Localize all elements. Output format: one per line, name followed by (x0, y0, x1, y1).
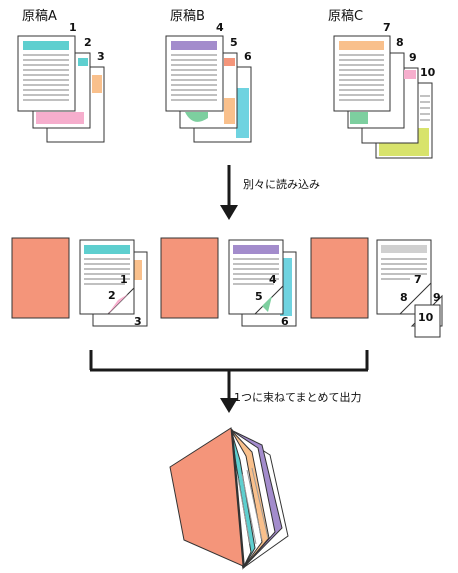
combine-bracket (89, 350, 369, 400)
cover-c (310, 237, 369, 319)
step-combine-output: 1つに束ねてまとめて出力 (234, 390, 361, 404)
page-number: 4 (216, 21, 224, 34)
header-bar (339, 41, 384, 50)
original-c-stack: 7 8 9 10 (333, 21, 436, 159)
page-number: 5 (230, 36, 238, 49)
page-number: 3 (97, 50, 105, 63)
scan-arrow (220, 165, 238, 220)
text-lines (171, 54, 217, 101)
page-number: 4 (269, 273, 277, 286)
original-a-stack: 1 2 3 (17, 21, 105, 143)
original-a-label: 原稿A (22, 8, 57, 24)
cover-b (160, 237, 219, 319)
color-block (224, 98, 235, 124)
text-lines (339, 54, 384, 101)
cover-a (11, 237, 70, 319)
page-number: 9 (409, 51, 417, 64)
page-number: 3 (134, 315, 142, 328)
step-scan-separately: 別々に読み込み (243, 177, 320, 191)
page-number: 6 (244, 50, 252, 63)
color-block (236, 88, 249, 138)
header-bar (171, 41, 217, 50)
page-number: 10 (420, 66, 436, 79)
scanned-group-c: 7 8 9 10 (376, 239, 443, 338)
page-number: 10 (418, 311, 434, 324)
page-number: 7 (383, 21, 391, 34)
color-block (92, 75, 102, 93)
color-block (78, 58, 88, 66)
color-block (185, 112, 208, 122)
booklet-cover (169, 427, 244, 567)
color-block (36, 112, 84, 124)
page-number: 5 (255, 290, 263, 303)
color-block (224, 58, 235, 66)
page-number: 7 (414, 273, 422, 286)
bound-booklet (169, 427, 289, 570)
original-c-label: 原稿C (328, 8, 363, 24)
page-number: 8 (396, 36, 404, 49)
original-b-label: 原稿B (170, 8, 205, 24)
page-number: 6 (281, 315, 289, 328)
page-number: 2 (108, 289, 116, 302)
page-number: 9 (433, 291, 441, 304)
original-b-stack: 4 5 6 (165, 21, 252, 143)
scanned-group-b: 4 5 6 (228, 239, 297, 328)
page-number: 2 (84, 36, 92, 49)
page-number: 1 (120, 273, 128, 286)
text-lines (23, 54, 69, 101)
combine-arrow (220, 398, 238, 413)
header-bar (23, 41, 69, 50)
page-number: 8 (400, 291, 408, 304)
color-block (350, 112, 368, 124)
page-number: 1 (69, 21, 77, 34)
scanned-group-a: 1 2 3 (79, 239, 148, 328)
color-block (404, 70, 416, 79)
